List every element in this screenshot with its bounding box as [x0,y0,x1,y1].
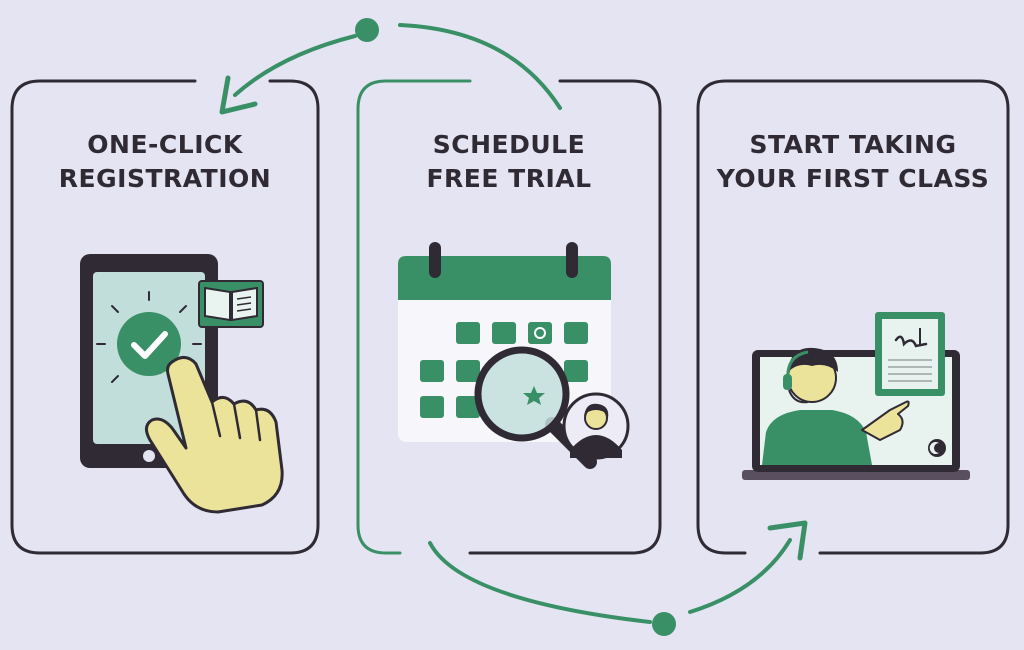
card-registration [10,79,320,555]
step-3-title-line-1: START TAKING [749,130,957,159]
laptop-tutor-icon [742,312,970,480]
step-2-title-line-2: FREE TRIAL [426,164,592,193]
step-1-title-line-2: REGISTRATION [58,164,272,193]
calendar-search-icon [398,242,611,469]
book-icon [198,280,264,328]
card-first-class [696,79,1010,555]
step-3-title: START TAKING YOUR FIRST CLASS [698,128,1008,196]
step-3-title-line-2: YOUR FIRST CLASS [716,164,990,193]
step-2-title: SCHEDULE FREE TRIAL [358,128,660,196]
step-2-title-line-1: SCHEDULE [432,130,586,159]
pointing-hand-icon [145,356,284,514]
step-1-title-line-1: ONE-CLICK [87,130,243,159]
step-1-title: ONE-CLICK REGISTRATION [12,128,318,196]
curved-arrow-right-icon [428,520,808,636]
card-schedule [356,79,662,555]
avatar [562,392,630,460]
curved-arrow-left-icon [219,18,562,115]
